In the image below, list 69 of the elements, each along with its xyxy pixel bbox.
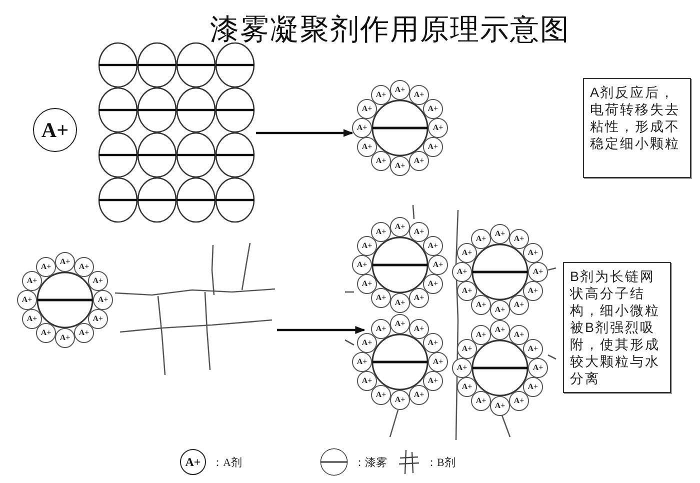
charge-label: A+ <box>371 222 391 242</box>
note-box <box>563 262 671 393</box>
charge-label: A+ <box>74 257 94 278</box>
note-box <box>583 78 691 178</box>
charge-label: A+ <box>357 371 378 391</box>
charge-label: A+ <box>452 262 472 282</box>
charge-label: A+ <box>390 314 410 334</box>
charge-label: A+ <box>357 274 378 294</box>
charge-label: A+ <box>522 339 543 359</box>
charge-label: A+ <box>422 333 443 353</box>
charge-label: A+ <box>357 236 378 256</box>
charge-label: A+ <box>390 156 410 176</box>
charge-label: A+ <box>490 320 510 340</box>
charge-label: A+ <box>371 150 391 171</box>
charge-label: A+ <box>22 309 42 329</box>
charge-label: A+ <box>352 118 372 138</box>
charge-label: A+ <box>457 243 478 263</box>
charge-label: A+ <box>93 290 113 310</box>
charge-label: A+ <box>390 293 410 313</box>
charge-label: A+ <box>528 262 548 282</box>
charge-label: A+ <box>357 333 378 353</box>
charge-label: A+ <box>390 80 410 100</box>
charge-label: A+ <box>55 252 75 272</box>
diagram-title: 漆雾凝聚剂作用原理示意图 <box>209 13 571 48</box>
charge-label: A+ <box>428 118 448 138</box>
arrow <box>277 326 366 334</box>
charge-label: A+ <box>55 328 75 348</box>
charge-label: A+ <box>352 255 372 275</box>
charge-label: A+ <box>452 358 472 378</box>
charge-label: A+ <box>490 224 510 244</box>
legend-text: ：B剂 <box>426 456 456 470</box>
charge-label: A+ <box>352 352 372 372</box>
charge-label: A+ <box>371 85 391 106</box>
charge-label: A+ <box>390 217 410 237</box>
charge-label: A+ <box>422 99 443 119</box>
charge-label: A+ <box>509 325 529 346</box>
charge-label: A+ <box>471 229 491 250</box>
legend-text: ：漆雾 <box>354 456 387 470</box>
charge-label: A+ <box>522 243 543 263</box>
charge-label: A+ <box>36 257 56 278</box>
charge-label: A+ <box>17 290 37 310</box>
charge-label: A+ <box>422 236 443 256</box>
charge-symbol: A+ <box>33 108 77 152</box>
arrow <box>256 129 354 137</box>
charge-label: A+ <box>22 271 42 291</box>
charge-label: A+ <box>357 99 378 119</box>
charge-label: A+ <box>390 390 410 410</box>
charge-label: A+ <box>509 229 529 250</box>
charge-label: A+ <box>409 319 429 340</box>
charge-symbol: A+ <box>180 449 206 475</box>
charge-label: A+ <box>471 325 491 346</box>
charge-label: A+ <box>409 85 429 106</box>
charge-label: A+ <box>428 352 448 372</box>
charge-label: A+ <box>528 358 548 378</box>
charge-label: A+ <box>490 396 510 416</box>
charge-label: A+ <box>36 322 56 343</box>
charge-label: A+ <box>88 271 108 291</box>
charge-label: A+ <box>371 288 391 308</box>
legend-text: ：A剂 <box>212 456 242 470</box>
charge-label: A+ <box>371 319 391 340</box>
note-text: B剂为长链网状高分子结构，细小微粒被B剂强烈吸附，使其形成较大颗粒与水分离 <box>570 268 661 387</box>
charge-label: A+ <box>409 222 429 242</box>
charge-label: A+ <box>471 294 491 315</box>
charge-label: A+ <box>471 390 491 411</box>
charge-label: A+ <box>371 384 391 405</box>
note-text: A剂反应后，电荷转移失去粘性，形成不稳定细小颗粒 <box>590 84 681 152</box>
charge-label: A+ <box>490 300 510 320</box>
charge-label: A+ <box>357 137 378 157</box>
charge-label: A+ <box>428 255 448 275</box>
